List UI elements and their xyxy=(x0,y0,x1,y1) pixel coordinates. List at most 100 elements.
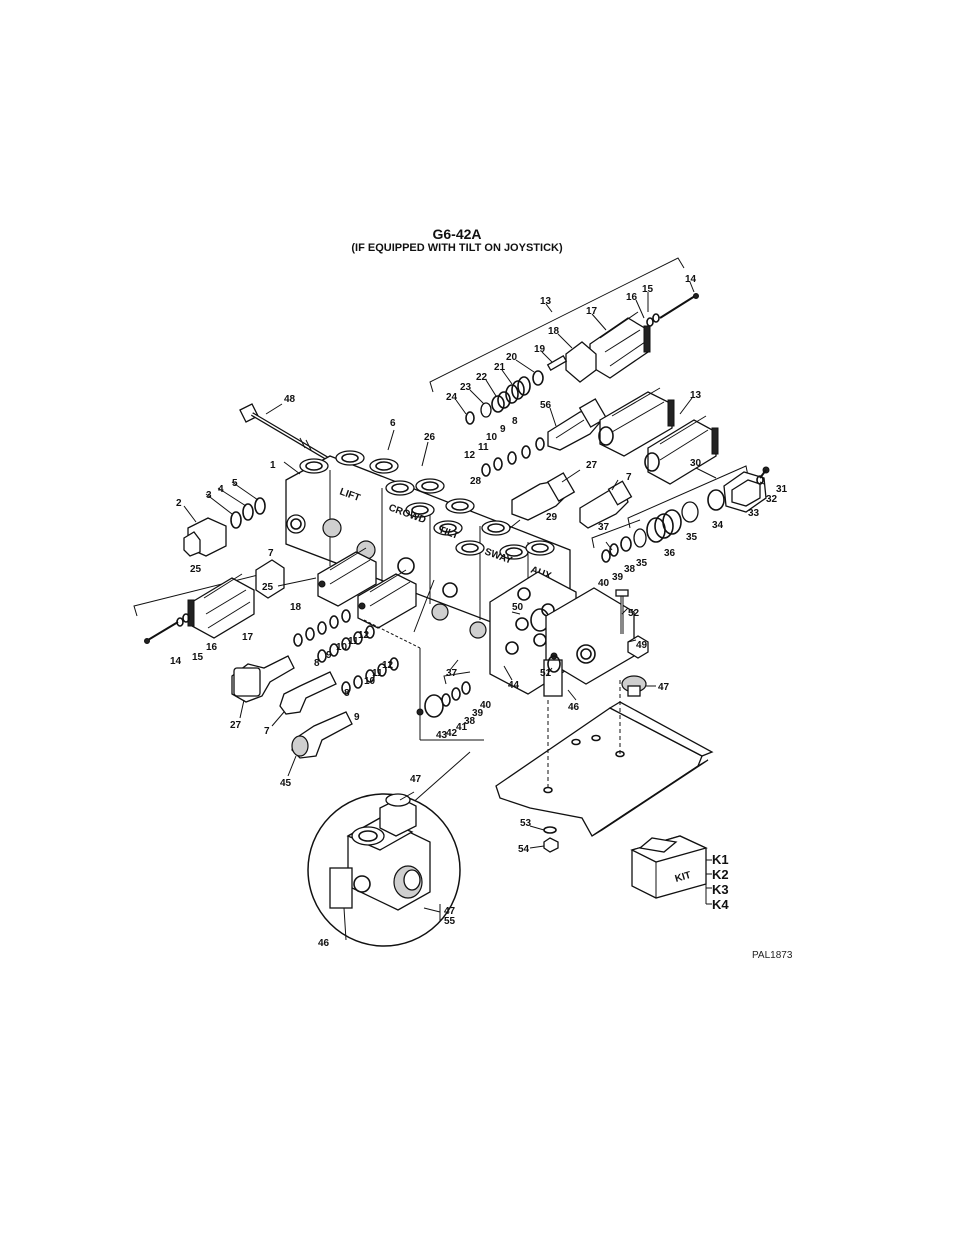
callout-40-upper: 40 xyxy=(598,578,610,589)
bracket-13-top xyxy=(429,257,685,393)
seal-24 xyxy=(465,411,475,425)
callout-49: 49 xyxy=(636,640,648,651)
relief-valve-27-top xyxy=(511,472,576,521)
callout-47-upper: 47 xyxy=(658,682,670,693)
guide-lines xyxy=(363,579,484,741)
washer-32 xyxy=(756,475,764,485)
callout-10-upper: 10 xyxy=(486,432,498,443)
kit-box xyxy=(630,835,708,899)
retainer-23 xyxy=(480,402,492,418)
callout-labels: 13 14 15 16 17 18 19 20 21 22 23 24 56 1… xyxy=(170,274,788,949)
spring-22 xyxy=(491,391,511,413)
callout-50: 50 xyxy=(512,602,524,613)
callout-18-left: 18 xyxy=(290,602,302,613)
callout-1: 1 xyxy=(270,460,276,471)
relief-valve-27-lower xyxy=(231,655,295,703)
plate-18-left xyxy=(255,559,285,599)
figure-subtitle: (IF EQUIPPED WITH TILT ON JOYSTICK) xyxy=(351,242,563,254)
callout-46-upper: 46 xyxy=(568,702,580,713)
detail-seals-37-43 xyxy=(416,671,471,718)
callout-2: 2 xyxy=(176,498,182,509)
callout-22: 22 xyxy=(476,372,488,383)
actuator-25-a xyxy=(317,547,377,607)
callout-12-upper: 12 xyxy=(464,450,476,461)
callout-16-left: 16 xyxy=(206,642,218,653)
callout-13-right: 13 xyxy=(690,390,702,401)
callout-14-left: 14 xyxy=(170,656,182,667)
callout-56: 56 xyxy=(540,400,552,411)
callout-21: 21 xyxy=(494,362,506,373)
retainer-35-lower xyxy=(633,528,647,548)
kit-item-k3: K3 xyxy=(712,882,729,897)
cap-33 xyxy=(723,471,767,513)
actuator-13-upper xyxy=(598,387,675,457)
seals-8-12-row-3 xyxy=(341,657,399,695)
actuator-13-lower xyxy=(644,415,719,485)
washer-53 xyxy=(543,826,557,834)
callout-38-lower: 38 xyxy=(464,716,476,727)
relief-valve-56 xyxy=(547,398,608,451)
spool-end-19 xyxy=(546,355,568,371)
callout-42: 42 xyxy=(446,728,458,739)
callout-47-detail-bracket: 47 xyxy=(444,906,456,917)
actuator-17-left xyxy=(187,573,255,639)
callout-8-upper: 8 xyxy=(512,416,518,427)
callout-9-row1: 9 xyxy=(326,650,332,661)
callout-3: 3 xyxy=(206,490,212,501)
seal-39 xyxy=(609,543,619,557)
valve-7-top xyxy=(579,480,633,529)
callout-27-lower: 27 xyxy=(230,720,242,731)
callout-9-row3: 9 xyxy=(354,712,360,723)
callout-15-left: 15 xyxy=(192,652,204,663)
washer-20 xyxy=(532,370,544,386)
seal-3 xyxy=(230,511,242,529)
washer-16-left xyxy=(182,613,190,623)
bracket-37-upper xyxy=(591,519,641,549)
callout-19: 19 xyxy=(534,344,546,355)
callout-37-upper: 37 xyxy=(598,522,610,533)
kit-bracket xyxy=(705,859,712,905)
seal-40 xyxy=(601,549,611,563)
callout-12-row2: 12 xyxy=(382,660,394,671)
callout-10-row1: 10 xyxy=(336,642,348,653)
callout-11-row1: 11 xyxy=(348,636,359,647)
callout-16-top: 16 xyxy=(626,292,638,303)
callout-leaders xyxy=(183,281,765,941)
callout-18-top: 18 xyxy=(548,326,560,337)
nut-54 xyxy=(543,837,559,853)
callout-44: 44 xyxy=(508,680,520,691)
callout-43: 43 xyxy=(436,730,448,741)
callout-15-top: 15 xyxy=(642,284,654,295)
kit-box-label: KIT xyxy=(674,870,693,885)
callout-23: 23 xyxy=(460,382,472,393)
callout-26: 26 xyxy=(424,432,436,443)
callout-37-lower: 37 xyxy=(446,668,458,679)
callout-33: 33 xyxy=(748,508,760,519)
callout-10-row2: 10 xyxy=(364,676,376,687)
callout-32: 32 xyxy=(766,494,778,505)
plate-18-top xyxy=(565,341,597,383)
callout-35-upper: 35 xyxy=(686,532,698,543)
callout-36: 36 xyxy=(664,548,676,559)
valve-7-lower xyxy=(279,671,337,715)
callout-11-upper: 11 xyxy=(478,442,489,453)
seal-51 xyxy=(547,655,561,673)
callout-8-row1: 8 xyxy=(314,658,320,669)
callout-48: 48 xyxy=(284,394,296,405)
callout-25-mid: 25 xyxy=(262,582,274,593)
mounting-plate xyxy=(495,680,714,837)
callout-12-row1: 12 xyxy=(358,630,370,641)
nut-49 xyxy=(627,635,649,659)
callout-7-mid: 7 xyxy=(268,548,274,559)
callout-27-top: 27 xyxy=(586,460,598,471)
figure-title: G6-42A xyxy=(432,226,482,242)
seal-4 xyxy=(242,503,254,521)
seal-5 xyxy=(254,497,266,515)
spring-21 xyxy=(505,376,531,404)
callout-14-top: 14 xyxy=(685,274,697,285)
seals-8-12-row-1 xyxy=(293,609,351,647)
callout-45: 45 xyxy=(280,778,292,789)
callout-6: 6 xyxy=(390,418,396,429)
